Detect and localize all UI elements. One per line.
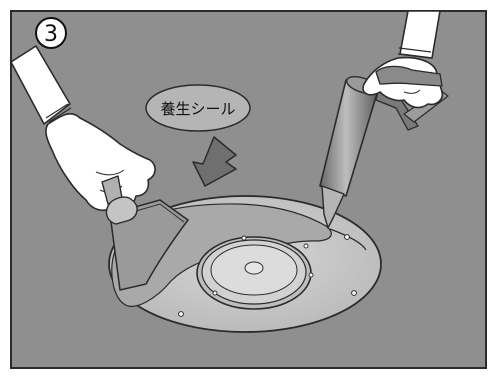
callout-label: 養生シール (160, 100, 235, 118)
step-number: 3 (44, 22, 58, 47)
step-badge: 3 (36, 18, 66, 48)
callout-bubble: 養生シール (146, 85, 250, 131)
